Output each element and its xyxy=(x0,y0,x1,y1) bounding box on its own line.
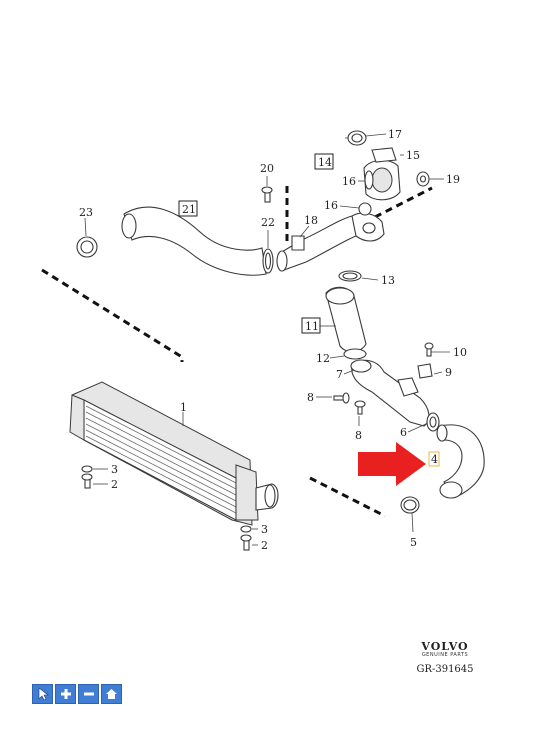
zoom-out-icon xyxy=(83,692,94,696)
clip-19[interactable] xyxy=(416,171,430,187)
callout-9: 9 xyxy=(445,366,452,379)
seal-ring-16-lower[interactable] xyxy=(358,202,372,216)
boxed-callout-14[interactable]: 14 xyxy=(314,153,334,170)
leader-lines xyxy=(84,133,450,546)
throttle-unit-14[interactable] xyxy=(363,147,401,201)
callout-8-upper: 8 xyxy=(307,391,314,404)
bolt-8-upper[interactable] xyxy=(333,392,350,404)
callout-6: 6 xyxy=(400,426,407,439)
callout-18: 18 xyxy=(304,214,318,227)
pointer-icon xyxy=(38,687,49,701)
red-arrow-icon xyxy=(358,442,426,486)
callout-5: 5 xyxy=(410,536,417,549)
callout-16-lower: 16 xyxy=(324,199,338,212)
callout-20: 20 xyxy=(260,162,274,175)
clamp-12[interactable] xyxy=(343,348,367,360)
routing-lines xyxy=(41,186,433,518)
charge-air-hose-4[interactable] xyxy=(436,424,485,499)
callout-2-bottom: 2 xyxy=(261,539,268,552)
callout-1: 1 xyxy=(180,401,187,414)
intercooler-fins xyxy=(85,405,237,514)
boxed-callout-21[interactable]: 21 xyxy=(178,200,198,217)
boxed-callout-11[interactable]: 11 xyxy=(301,317,321,334)
clamp-22[interactable] xyxy=(262,248,274,274)
svg-text:21: 21 xyxy=(182,203,196,216)
home-button[interactable] xyxy=(101,684,122,704)
seal-ring-5[interactable] xyxy=(400,496,420,514)
callout-labels: 1 3 2 3 2 17 15 16 16 19 20 22 18 23 13 … xyxy=(79,128,467,552)
logo-brand: VOLVO xyxy=(421,640,469,653)
svg-text:4: 4 xyxy=(431,453,438,466)
bolt-2-left[interactable] xyxy=(81,473,93,489)
callout-17: 17 xyxy=(388,128,402,141)
screw-20[interactable] xyxy=(261,186,273,203)
bolt-8-lower[interactable] xyxy=(354,400,366,415)
bolt-2-bottom[interactable] xyxy=(240,534,252,551)
charge-air-pipe-18[interactable] xyxy=(276,212,385,272)
callout-15: 15 xyxy=(406,149,420,162)
callout-3-left: 3 xyxy=(111,463,118,476)
callout-16-upper: 16 xyxy=(342,175,356,188)
intercooler[interactable] xyxy=(69,381,279,526)
home-icon xyxy=(106,689,117,699)
logo-subtitle: GENUINE PARTS xyxy=(421,652,469,658)
seal-ring-23[interactable] xyxy=(76,236,98,258)
callout-23: 23 xyxy=(79,206,93,219)
callout-10: 10 xyxy=(453,346,467,359)
callout-22: 22 xyxy=(261,216,275,229)
charge-air-hose-11[interactable] xyxy=(325,286,367,353)
charge-air-pipe-7[interactable] xyxy=(350,359,430,427)
zoom-in-icon xyxy=(60,689,71,699)
zoom-in-button[interactable] xyxy=(55,684,76,704)
fastener-3-bottom[interactable] xyxy=(240,525,252,533)
viewer-toolbar xyxy=(32,684,122,704)
callout-7: 7 xyxy=(336,368,343,381)
bolt-10[interactable] xyxy=(424,342,434,357)
diagram-reference: GR-391645 xyxy=(416,664,474,675)
fastener-3-left[interactable] xyxy=(81,465,93,473)
bracket-9[interactable] xyxy=(417,363,433,379)
callout-2-left: 2 xyxy=(111,478,118,491)
callout-12: 12 xyxy=(316,352,330,365)
pointer-button[interactable] xyxy=(32,684,53,704)
zoom-out-button[interactable] xyxy=(78,684,99,704)
seal-ring-6[interactable] xyxy=(426,412,440,432)
seal-ring-17[interactable] xyxy=(347,130,367,146)
svg-text:14: 14 xyxy=(318,156,332,169)
charge-air-hose-upper[interactable] xyxy=(121,206,267,276)
callout-19: 19 xyxy=(446,173,460,186)
svg-text:11: 11 xyxy=(305,320,319,333)
volvo-logo: VOLVO GENUINE PARTS GR-391645 xyxy=(400,640,490,675)
callout-8-lower: 8 xyxy=(355,429,362,442)
highlighted-callout-4[interactable]: 4 xyxy=(428,451,440,467)
seal-ring-16-upper[interactable] xyxy=(364,170,374,190)
seal-ring-13[interactable] xyxy=(338,270,362,282)
callout-13: 13 xyxy=(381,274,395,287)
callout-3-bottom: 3 xyxy=(261,523,268,536)
